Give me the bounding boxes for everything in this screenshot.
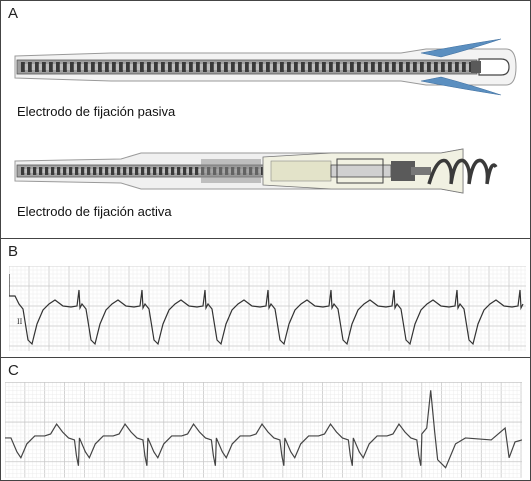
panel-b: B II [1,238,530,357]
ecg-trace-b [9,274,524,346]
ecg-trace-c [5,390,522,469]
tines-icon [420,38,502,96]
ecg-strip-c [5,382,522,478]
panel-c-label: C [8,362,19,379]
helix-screw-icon [427,158,498,185]
passive-lead-illustration [14,38,517,96]
panel-c: C [1,357,530,481]
lead-label-ii: II [17,317,23,326]
panel-a-label: A [8,5,19,22]
active-lead-illustration [14,148,498,194]
panel-a: A Electrodo de fijación pasiva [1,1,530,238]
panel-b-label: B [8,243,19,260]
active-lead-caption: Electrodo de fijación activa [17,204,172,219]
passive-lead-caption: Electrodo de fijación pasiva [17,104,176,119]
ecg-strip-b: II [9,266,526,351]
